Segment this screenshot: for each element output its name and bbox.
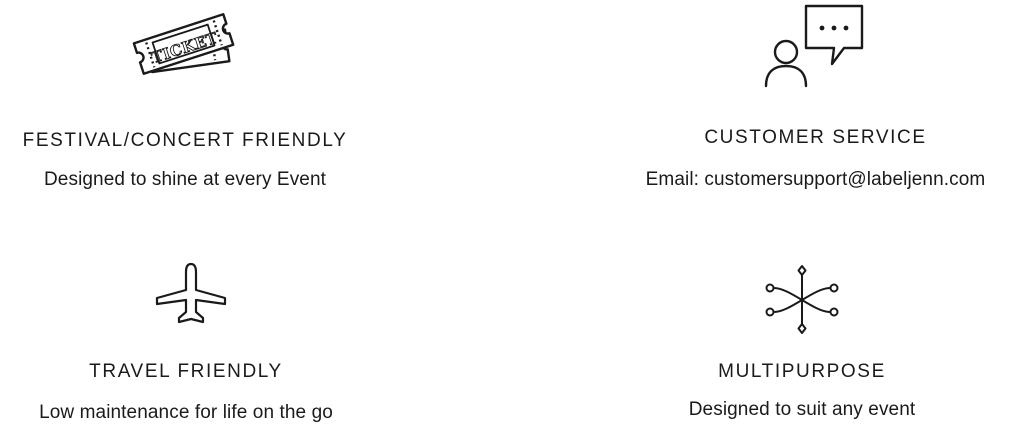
multipurpose-icon bbox=[762, 264, 842, 340]
feature-title: CUSTOMER SERVICE bbox=[704, 127, 927, 148]
feature-description: Low maintenance for life on the go bbox=[39, 402, 333, 423]
feature-customer-service: CUSTOMER SERVICE Email: customersupport@… bbox=[600, 0, 1031, 215]
feature-description: Designed to suit any event bbox=[688, 399, 916, 420]
feature-multipurpose: MULTIPURPOSE Designed to suit any event bbox=[600, 230, 1004, 431]
ticket-icon: TICKET bbox=[127, 5, 247, 85]
feature-title: FESTIVAL/CONCERT FRIENDLY bbox=[22, 130, 348, 151]
feature-description: Email: customersupport@labeljenn.com bbox=[645, 169, 986, 190]
feature-travel: TRAVEL FRIENDLY Low maintenance for life… bbox=[0, 230, 372, 431]
feature-festival: TICKET FESTIVAL/CONCERT FRIENDLY Designe… bbox=[0, 0, 370, 215]
feature-description: Designed to shine at every Event bbox=[43, 169, 327, 190]
customer-chat-icon bbox=[758, 2, 868, 92]
feature-title: TRAVEL FRIENDLY bbox=[89, 361, 283, 382]
feature-title: MULTIPURPOSE bbox=[718, 361, 886, 382]
airplane-icon bbox=[151, 260, 231, 326]
